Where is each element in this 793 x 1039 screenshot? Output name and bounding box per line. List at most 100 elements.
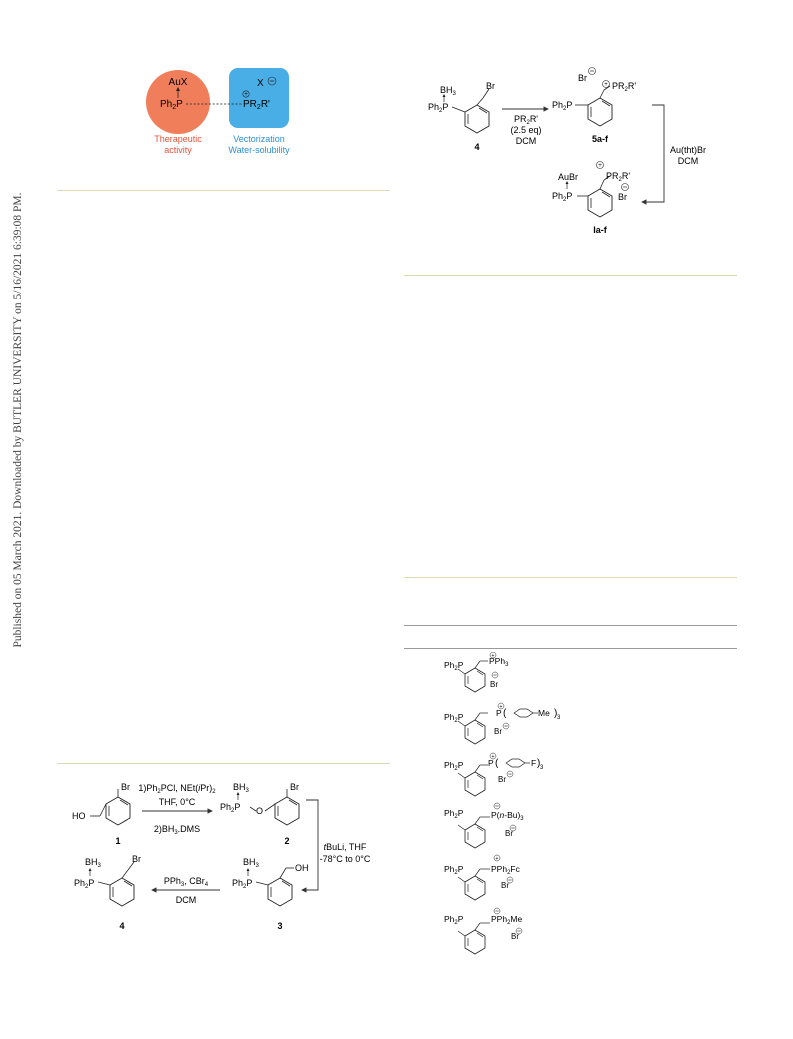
svg-text:+: + [496,856,499,862]
c2-ph2p: Ph2P [220,802,240,814]
divider-left-top [57,190,390,191]
compound-1-structure [90,789,131,826]
cI-pr2r: PR2R' [606,171,630,183]
label-compound-I: Ia-f [593,225,608,235]
svg-text:+: + [500,704,503,710]
reagent-dcm: DCM [516,136,537,146]
dative-arrow-head [176,87,180,91]
divider-left-bottom [57,763,390,764]
label-compound-4b: 4 [119,921,124,931]
row3-anion: Br [498,775,506,784]
row4-anion: Br [505,829,513,838]
c4-br: Br [486,81,495,91]
minus-charge-icon [267,76,277,86]
svg-text:Ph2P: Ph2P [444,864,464,876]
plus-sign: + [244,92,248,98]
reaction-arrow-4 [301,799,319,893]
row3-aryl: F [531,758,536,768]
tbuli-reagent: tBuLi, THF [324,842,367,852]
c4b-ph2p: Ph2P [74,878,94,890]
cI-ph2p: Ph2P [552,191,572,203]
label-compound-3: 3 [277,921,282,931]
label-vectorization: Vectorization [233,134,285,144]
compound-2-structure [236,789,300,826]
counterion-text: X [257,78,264,89]
cI-aubr: AuBr [558,172,578,182]
side-reagent-authtbr: Au(tht)Br [670,145,706,155]
c5-ph2p: Ph2P [552,100,572,112]
svg-text:+: + [604,82,608,88]
svg-text:): ) [554,708,557,719]
label-water-solubility: Water-solubility [228,145,290,155]
table-rule-header [404,648,737,649]
c4b-bh3: BH3 [85,857,102,869]
c3-ph2p: Ph2P [232,878,252,890]
divider-right-2 [404,577,737,578]
svg-text:+: + [598,163,602,169]
compound-I-structure [565,175,613,218]
structures-table: Ph2P + PPh3 Br Ph2P + P ( Me ) 3 Br Ph2P… [444,652,561,955]
table-row: Ph2P P(n-Bu)3 Br [444,802,524,849]
gold-group-text: AuX [169,77,188,88]
svg-text:Ph2P: Ph2P [444,914,464,926]
plus-charge-icon [242,90,250,98]
row6-anion: Br [511,932,519,941]
row5-anion: Br [501,881,509,890]
scheme-synthesis-Ia-f: BH3 Br Ph2P 4 PR2R' (2.5 eq) DCM Ph2P Br… [428,67,706,235]
label-compound-4: 4 [474,142,479,152]
row3-cation: P [488,758,494,768]
vector-box [229,68,289,128]
compound-3-structure [246,867,294,907]
table-rule-top [404,625,737,626]
sidebar-download-notice: Published on 05 March 2021. Downloaded b… [2,192,24,647]
therapeutic-circle [146,70,210,134]
svg-text:Ph2P: Ph2P [444,660,464,672]
table-row: Ph2P PPh2Me Br [444,907,523,955]
row2-anion: Br [494,727,502,736]
left-phosphine-text: Ph2P [160,99,183,111]
step1-reagents: 1)Ph2PCl, NEt(iPr)2 [138,783,216,795]
divider-right-1 [404,275,737,276]
compound-4-structure [442,88,490,134]
row1-cation: PPh3 [489,656,509,668]
table-row: Ph2P + PPh2Fc Br [444,854,521,901]
concept-graphic: AuX Ph2P PR2R' + X Therapeutic activity … [146,68,290,155]
label-therapeutic: Therapeutic [154,134,202,144]
row3-count: 3 [540,765,544,771]
c5-pr2r: PR2R' [612,81,636,93]
c4b-br: Br [132,854,141,864]
c5-br-anion: Br [578,73,587,83]
row2-aryl: Me [538,708,550,718]
label-activity: activity [164,145,192,155]
appel-reagents: PPh3, CBr4 [164,876,209,888]
label-compound-2: 2 [284,836,289,846]
compound-4b-structure [88,861,135,907]
row6-cation: PPh2Me [491,914,523,926]
c3-bh3: BH3 [243,857,260,869]
c2-o: O [256,806,263,816]
c2-br: Br [290,782,299,792]
c2-bh3: BH3 [233,782,250,794]
cI-br-anion: Br [618,192,627,202]
reaction-arrow-2 [641,104,665,205]
svg-text:): ) [537,758,540,769]
c3-oh: OH [295,863,309,873]
side-reagent-dcm: DCM [678,156,699,166]
step2-reagents: 2)BH3.DMS [154,824,200,836]
right-group-text: PR2R' [243,99,270,111]
reagent-pr2r: PR2R' [514,114,538,126]
c1-br: Br [121,782,130,792]
svg-text:+: + [492,653,495,659]
step1-conditions: THF, 0°C [159,797,196,807]
scheme-synthesis-4: Br HO 1 1)Ph2PCl, NEt(iPr)2 THF, 0°C 2)B… [72,782,371,931]
table-row: Ph2P + P ( F ) 3 Br [444,752,544,797]
tbuli-conditions: -78°C to 0°C [320,854,371,864]
row2-cation: P [496,708,502,718]
svg-text:+: + [492,754,495,760]
row5-cation: PPh2Fc [491,864,521,876]
table-row: Ph2P + P ( Me ) 3 Br [444,702,561,745]
svg-text:(: ( [503,708,507,719]
row4-cation: P(n-Bu)3 [491,810,524,822]
reagent-eq: (2.5 eq) [510,125,541,135]
compound-5-structure [575,85,613,127]
